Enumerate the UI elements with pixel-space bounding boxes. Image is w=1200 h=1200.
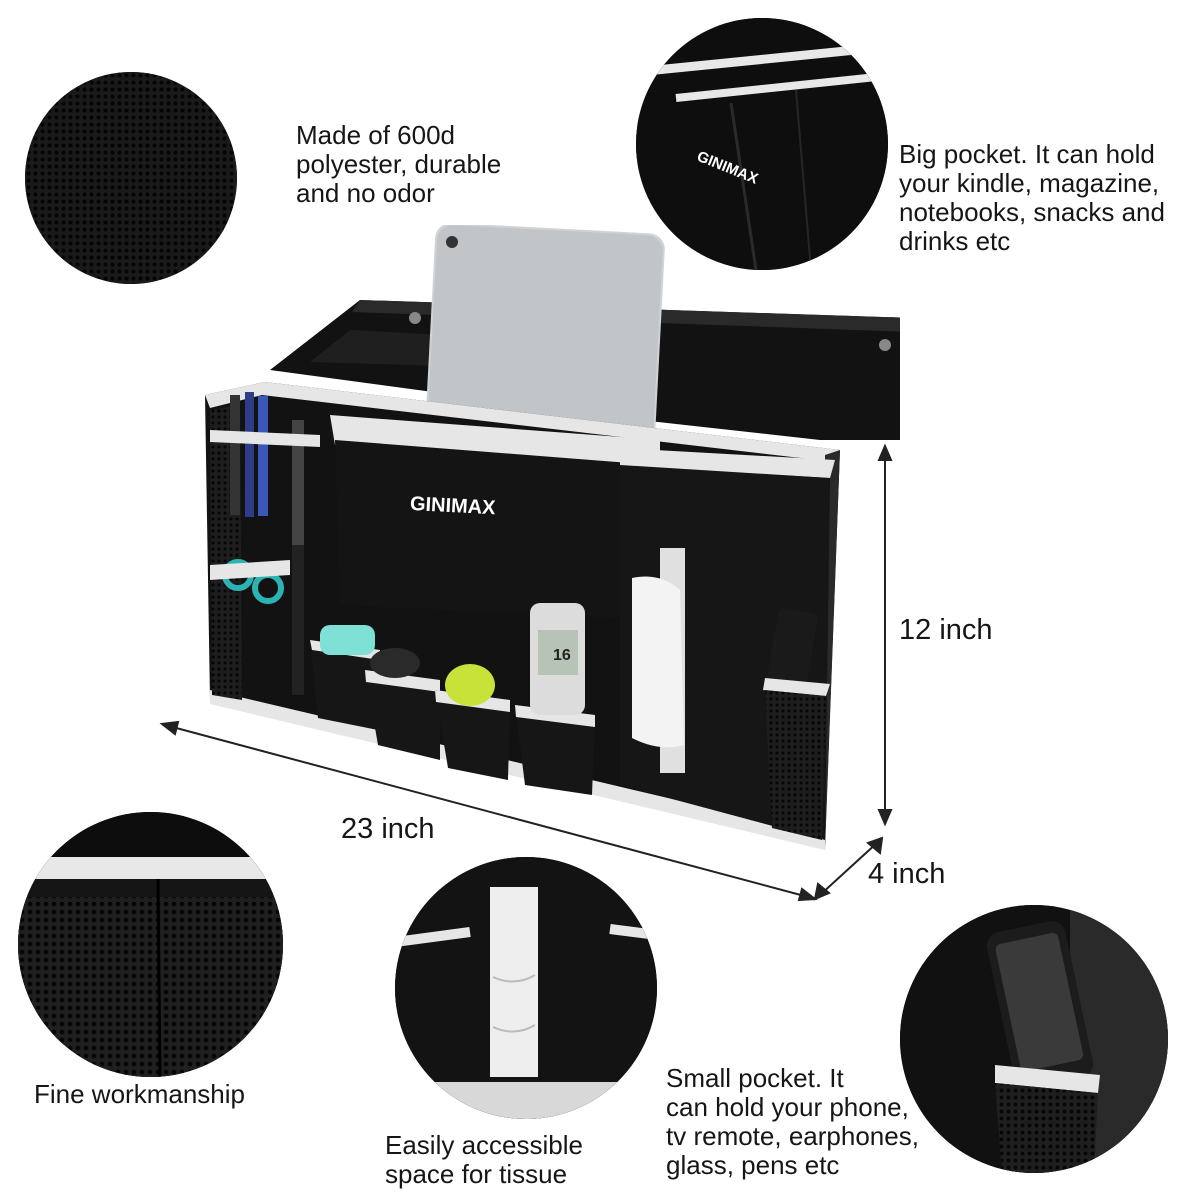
small-cup-pockets: 16 bbox=[310, 603, 595, 795]
tissue-caption: Easily accessible space for tissue bbox=[385, 1130, 583, 1189]
height-dimension-label: 12 inch bbox=[899, 614, 993, 646]
big-pocket-detail: GINIMAX bbox=[636, 18, 888, 270]
workmanship-closeup-circle bbox=[18, 812, 283, 1077]
big-pocket-closeup-circle: GINIMAX bbox=[636, 18, 888, 270]
fabric-caption: Made of 600d polyester, durable and no o… bbox=[296, 120, 502, 208]
product-logo-text: GINIMAX bbox=[409, 493, 496, 519]
big-center-pocket: GINIMAX bbox=[330, 415, 660, 620]
workmanship-detail bbox=[18, 812, 283, 1077]
fabric-closeup-circle bbox=[25, 72, 237, 284]
small-pocket-detail bbox=[900, 905, 1168, 1173]
width-dimension-label: 23 inch bbox=[341, 813, 435, 845]
tissue-closeup-circle bbox=[395, 857, 657, 1119]
small-pocket-closeup-circle bbox=[900, 905, 1168, 1173]
device-display-value: 16 bbox=[553, 647, 571, 664]
tablet-in-pocket bbox=[425, 225, 665, 454]
pens-and-scissors bbox=[210, 392, 320, 695]
tissue-detail bbox=[395, 857, 657, 1119]
bedside-organizer-product: GINIMAX 16 bbox=[159, 225, 900, 902]
big-pocket-caption: Big pocket. It can hold your kindle, mag… bbox=[899, 139, 1165, 256]
workmanship-caption: Fine workmanship bbox=[34, 1079, 245, 1109]
fabric-texture bbox=[25, 72, 237, 284]
small-pocket-caption: Small pocket. It can hold your phone, tv… bbox=[666, 1063, 919, 1180]
tissue-pocket bbox=[632, 548, 685, 773]
side-mesh-pocket bbox=[763, 608, 830, 840]
dimension-lines bbox=[159, 443, 893, 902]
depth-dimension-label: 4 inch bbox=[868, 858, 946, 890]
